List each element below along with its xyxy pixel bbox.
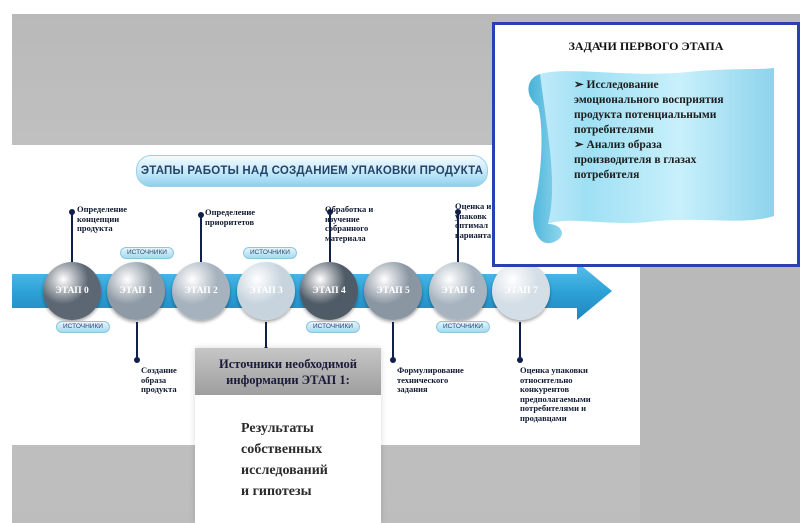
sources-heading-line: информации ЭТАП 1: bbox=[226, 372, 350, 387]
stage-circle-3: ЭТАП 3 bbox=[237, 262, 295, 320]
task-line: потребителями bbox=[574, 124, 654, 136]
stage-label-line: продукта bbox=[141, 384, 177, 394]
task-line: ➢ Анализ образа bbox=[574, 139, 662, 151]
task-line: эмоционального восприятия bbox=[574, 94, 724, 106]
stage-circle-4: ЭТАП 4 bbox=[300, 262, 358, 320]
sources-heading-line: Источники необходимой bbox=[219, 356, 357, 371]
sources-body-line: собственных bbox=[241, 442, 323, 457]
task-line: потребителя bbox=[574, 169, 640, 181]
stage-circle-6: ЭТАП 6 bbox=[429, 262, 487, 320]
stage-label-line: Формулирование bbox=[397, 365, 464, 375]
stage-label-line: Определение bbox=[205, 207, 256, 217]
stage-label-line: изучение bbox=[325, 213, 360, 224]
stage-label-line: Оценка упаковки bbox=[520, 365, 588, 375]
connector-dot bbox=[390, 357, 396, 363]
sources-box: Источники необходимой информации ЭТАП 1:… bbox=[195, 348, 381, 523]
stage-label-line: упаковк bbox=[455, 210, 487, 221]
stage-label-line: Оценка и bbox=[455, 201, 492, 211]
sources-body-line: исследований bbox=[241, 463, 328, 478]
connector-dot bbox=[455, 209, 461, 215]
stage-label-line: собранного bbox=[325, 223, 369, 233]
sources-body-line: Результаты bbox=[241, 421, 314, 436]
stage-label-line: концепции bbox=[77, 213, 120, 224]
task-line: ➢ Исследование bbox=[574, 79, 659, 91]
source-tag-3: ИСТОЧНИКИ bbox=[306, 321, 360, 333]
sources-body-line: и гипотезы bbox=[241, 484, 312, 499]
connector-line bbox=[457, 212, 459, 262]
task-item-1: ➢ Исследование эмоционального восприятия… bbox=[574, 78, 794, 138]
stage-label-line: материала bbox=[325, 232, 366, 243]
diagram-title: ЭТАПЫ РАБОТЫ НАД СОЗДАНИЕМ УПАКОВКИ ПРОД… bbox=[136, 155, 488, 187]
connector-dot bbox=[198, 212, 204, 218]
connector-line bbox=[200, 215, 202, 262]
stage-label-line: технического bbox=[397, 374, 449, 385]
source-tag-0: ИСТОЧНИКИ bbox=[120, 247, 174, 259]
stage-label-line: Обработка и bbox=[325, 204, 374, 214]
stage-label-line: образа bbox=[141, 374, 167, 385]
stage-circle-5: ЭТАП 5 bbox=[364, 262, 422, 320]
scroll-ribbon bbox=[528, 68, 774, 244]
sources-heading: Источники необходимой информации ЭТАП 1: bbox=[195, 348, 381, 395]
stage-label-line: Определение bbox=[77, 204, 128, 214]
stage-circle-2: ЭТАП 2 bbox=[172, 262, 230, 320]
tasks-title: ЗАДАЧИ ПЕРВОГО ЭТАПА bbox=[568, 39, 724, 53]
connector-line bbox=[265, 322, 267, 350]
stage-label-line: задания bbox=[397, 384, 428, 394]
task-line: производителя в глазах bbox=[574, 154, 697, 166]
connector-dot bbox=[517, 357, 523, 363]
stage-label-line: потребителями и bbox=[520, 403, 586, 413]
stage-label-line: продавцами bbox=[520, 412, 567, 423]
stage-label-line: приоритетов bbox=[205, 216, 255, 227]
stage-label-line: Создание bbox=[141, 365, 177, 375]
source-tag-1: ИСТОЧНИКИ bbox=[243, 247, 297, 259]
connector-line bbox=[71, 212, 73, 262]
tasks-list: ➢ Исследование эмоционального восприятия… bbox=[574, 78, 794, 183]
source-tag-4: ИСТОЧНИКИ bbox=[436, 321, 490, 333]
stage-label-line: варианта bbox=[455, 229, 492, 240]
slide-background-right bbox=[640, 264, 800, 523]
task-line: продукта потенциальными bbox=[574, 109, 717, 121]
stage-label-line: предполагаемыми bbox=[520, 393, 591, 404]
stage-circle-1: ЭТАП 1 bbox=[107, 262, 165, 320]
connector-line bbox=[136, 322, 138, 360]
connector-line bbox=[519, 322, 521, 360]
connector-dot bbox=[327, 209, 333, 215]
connector-line bbox=[329, 212, 331, 262]
sources-body: Результаты собственных исследований и ги… bbox=[241, 418, 361, 502]
stage-circle-0: ЭТАП 0 bbox=[43, 262, 101, 320]
connector-dot bbox=[134, 357, 140, 363]
source-tag-2: ИСТОЧНИКИ bbox=[56, 321, 110, 333]
stage-circle-7: ЭТАП 7 bbox=[492, 262, 550, 320]
connector-dot bbox=[69, 209, 75, 215]
stage-label-line: продукта bbox=[77, 223, 113, 233]
stage-label-line: оптимал bbox=[455, 220, 489, 230]
task-item-2: ➢ Анализ образа производителя в глазах п… bbox=[574, 138, 794, 183]
stage-label-line: относительно bbox=[520, 374, 573, 385]
connector-line bbox=[392, 322, 394, 360]
stage-label-line: конкурентов bbox=[520, 384, 570, 394]
